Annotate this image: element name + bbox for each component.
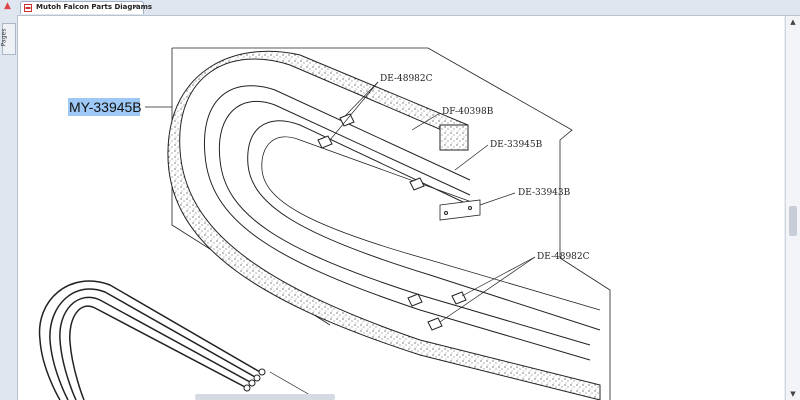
cable-band-outer <box>203 85 591 361</box>
leader-line <box>439 256 536 323</box>
document-tab[interactable]: Mutoh Falcon Parts Diagrams × <box>20 1 152 14</box>
vertical-scrollbar[interactable]: ▲ ▼ <box>785 16 800 400</box>
selected-part-label[interactable]: MY-33945B <box>69 99 142 115</box>
callout-de48982c-top: DE-48982C <box>380 74 433 84</box>
cable-band-inner <box>247 120 601 331</box>
pdf-icon <box>24 4 32 12</box>
mounting-hole <box>444 211 448 215</box>
text-selection-highlight <box>68 98 140 116</box>
cable-clip <box>451 291 467 305</box>
cable-clip <box>317 135 333 149</box>
document-tab-label: Mutoh Falcon Parts Diagrams <box>36 3 153 11</box>
scroll-down-icon[interactable]: ▼ <box>790 390 796 398</box>
pages-panel-label: Pages <box>0 28 8 47</box>
cable-loop <box>38 280 261 400</box>
leader-line <box>269 371 311 396</box>
close-tab-icon[interactable]: × <box>132 2 139 11</box>
side-panel: Pages <box>0 15 18 400</box>
scroll-up-icon[interactable]: ▲ <box>790 18 796 26</box>
cable-clip <box>409 177 425 191</box>
diagram-plate-left-edge <box>171 48 331 326</box>
callout-df40398b: DF-40398B <box>442 107 494 117</box>
callout-de33943b: DE-33943B <box>518 188 571 198</box>
mounting-hole <box>468 206 472 210</box>
cable-end <box>253 374 261 382</box>
leader-line <box>461 256 536 297</box>
cable-loop <box>59 296 251 400</box>
document-viewer[interactable]: DE-48982C DF-40398B DE-33945B DE-33943B … <box>18 16 784 400</box>
scroll-thumb[interactable] <box>789 206 797 236</box>
cable-end <box>258 368 266 376</box>
foam-strip <box>167 50 601 400</box>
callout-de33945b: DE-33945B <box>490 140 543 150</box>
parts-diagram: DE-48982C DF-40398B DE-33945B DE-33943B … <box>38 47 611 400</box>
callout-de48982c-bottom: DE-48982C <box>537 252 590 262</box>
leader-line <box>344 81 379 117</box>
leader-line <box>479 192 516 206</box>
pages-panel-tab[interactable]: Pages <box>0 23 16 55</box>
pdf-app-icon: ▲ <box>4 1 11 11</box>
horizontal-scrollbar-thumb[interactable] <box>195 394 335 400</box>
cable-clip <box>407 293 423 307</box>
mounting-plate <box>439 199 481 221</box>
leader-line <box>329 81 379 141</box>
leader-line <box>454 144 489 171</box>
cable-band-mid <box>218 100 591 346</box>
cable-loop <box>49 288 256 400</box>
cable-band-core <box>261 136 601 311</box>
cable-end <box>248 379 256 387</box>
cable-end <box>243 384 251 392</box>
cable-clip <box>427 317 443 331</box>
diagram-plate-outline <box>172 47 611 400</box>
foam-end <box>439 124 469 151</box>
cable-loop <box>69 305 246 400</box>
leader-line <box>411 112 441 131</box>
tab-strip: ▲ Mutoh Falcon Parts Diagrams × <box>0 0 800 16</box>
